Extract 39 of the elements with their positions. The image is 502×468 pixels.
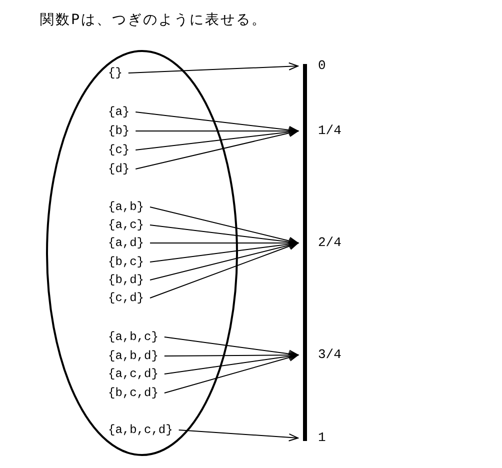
subset-label: {a,b,c}	[108, 329, 158, 345]
arrow	[150, 242, 298, 298]
arrow	[135, 127, 298, 135]
subset-label: {}	[108, 65, 122, 81]
subset-label: {a,c}	[108, 217, 144, 233]
value-label: 1/4	[309, 123, 349, 139]
arrow	[150, 240, 298, 262]
arrow	[135, 112, 298, 134]
subset-label: {d}	[108, 161, 130, 177]
subset-label: {b}	[108, 123, 130, 139]
subset-label: {a,b,c,d}	[108, 422, 173, 438]
subset-label: {a,b}	[108, 199, 144, 215]
arrow	[164, 352, 298, 374]
arrow	[135, 128, 298, 150]
subset-label: {c}	[108, 142, 130, 158]
arrow	[128, 62, 298, 74]
arrow	[164, 351, 298, 360]
subset-label: {a,d}	[108, 235, 144, 251]
subset-label: {a}	[108, 104, 130, 120]
subset-label: {b,c}	[108, 254, 144, 270]
title: 関数Pは、つぎのように表せる。	[40, 11, 267, 29]
arrow	[178, 430, 298, 442]
subset-label: {b,c,d}	[108, 385, 158, 401]
arrow	[150, 239, 298, 247]
value-label: 2/4	[309, 235, 349, 251]
subset-label: {a,b,d}	[108, 348, 158, 364]
subset-label: {a,c,d}	[108, 366, 158, 382]
set-ellipse	[46, 50, 238, 456]
arrow	[135, 129, 298, 170]
arrow	[164, 336, 298, 358]
value-label: 0	[309, 58, 349, 74]
arrow	[164, 354, 298, 394]
arrow	[150, 206, 298, 245]
subset-label: {c,d}	[108, 290, 144, 306]
arrow	[150, 224, 298, 246]
value-label: 3/4	[309, 347, 349, 363]
value-label: 1	[309, 430, 349, 446]
arrow	[150, 241, 298, 280]
subset-label: {b,d}	[108, 272, 144, 288]
